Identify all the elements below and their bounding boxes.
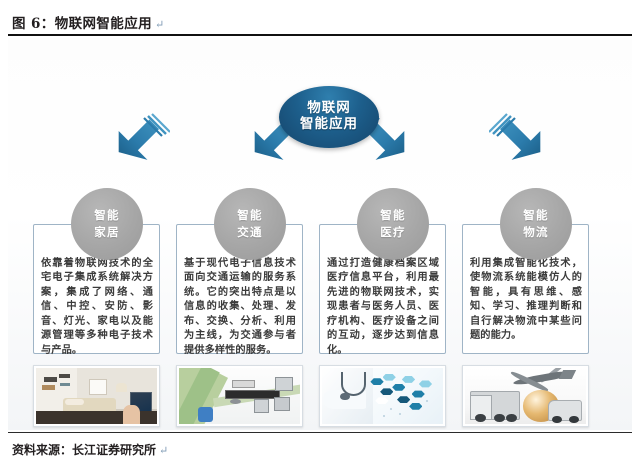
- bubble-label-line-2: 物流: [523, 225, 549, 239]
- bubble-label-line-2: 医疗: [380, 225, 406, 239]
- photo-smart-logistics: [462, 365, 589, 427]
- bubble-label-line-1: 智能: [94, 208, 120, 223]
- description-text-smart-logistics: 利用集成智能化技术，使物流系统能模仿人的智能，具有思维、感知、学习、推理判断和自…: [470, 258, 582, 342]
- arrow-to-smart-logistics: [488, 112, 547, 168]
- photo-smart-home: [33, 365, 160, 427]
- source-divider: [8, 432, 632, 433]
- arrow-to-smart-home: [112, 112, 171, 168]
- paragraph-mark-icon: ↵: [159, 444, 169, 457]
- bubble-label-line-1: 智能: [523, 208, 549, 223]
- hub-label-line-2: 智能应用: [300, 116, 358, 132]
- pillar-smart-home: 依靠着物联网技术的全宅电子集成系统解决方案，集成了网络、通信、中控、安防、影音、…: [25, 188, 168, 428]
- category-bubble-smart-medical: 智能 医疗: [357, 188, 429, 260]
- description-box-smart-logistics: 利用集成智能化技术，使物流系统能模仿人的智能，具有思维、感知、学习、推理判断和自…: [462, 224, 589, 354]
- photo-smart-transport: [176, 365, 303, 427]
- bubble-label-line-1: 智能: [237, 208, 263, 223]
- diagram-canvas: 物联网 智能应用: [8, 38, 632, 430]
- category-bubble-smart-logistics: 智能 物流: [500, 188, 572, 260]
- figure-title-text: 图 6：物联网智能应用: [12, 16, 152, 32]
- photo-smart-medical: [319, 365, 446, 427]
- hub-label-line-1: 物联网: [307, 100, 351, 117]
- pillar-smart-medical: 通过打造健康档案区域医疗信息平台，利用最先进的物联网技术，实现患者与医务人员、医…: [311, 188, 454, 428]
- pillar-smart-logistics: 利用集成智能化技术，使物流系统能模仿人的智能，具有思维、感知、学习、推理判断和自…: [454, 188, 597, 428]
- pillar-smart-transport: 基于现代电子信息技术面向交通运输的服务系统。它的突出特点是以信息的收集、处理、发…: [168, 188, 311, 428]
- description-text-smart-home: 依靠着物联网技术的全宅电子集成系统解决方案，集成了网络、通信、中控、安防、影音、…: [41, 258, 153, 356]
- figure-source-text: 资料来源：长江证券研究所: [12, 443, 157, 457]
- category-bubble-smart-home: 智能 家居: [71, 188, 143, 260]
- paragraph-mark-icon: ↵: [155, 18, 165, 31]
- bubble-label-line-2: 家居: [94, 225, 120, 239]
- figure-title: 图 6：物联网智能应用↵: [12, 12, 165, 32]
- category-bubble-smart-transport: 智能 交通: [214, 188, 286, 260]
- bubble-label-line-1: 智能: [380, 208, 406, 223]
- description-text-smart-medical: 通过打造健康档案区域医疗信息平台，利用最先进的物联网技术，实现患者与医务人员、医…: [327, 258, 439, 356]
- bubble-label-line-2: 交通: [237, 225, 263, 239]
- description-text-smart-transport: 基于现代电子信息技术面向交通运输的服务系统。它的突出特点是以信息的收集、处理、发…: [184, 258, 296, 356]
- title-divider: [8, 34, 632, 36]
- figure-source: 资料来源：长江证券研究所↵: [12, 441, 168, 458]
- description-box-smart-transport: 基于现代电子信息技术面向交通运输的服务系统。它的突出特点是以信息的收集、处理、发…: [176, 224, 303, 356]
- hub-node-iot-smart-application: 物联网 智能应用: [279, 86, 379, 148]
